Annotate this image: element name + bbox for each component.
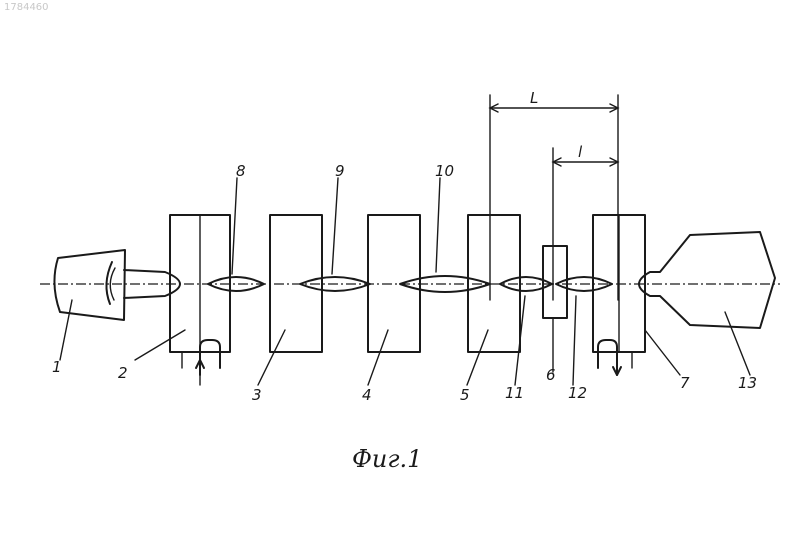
label-12: 12	[568, 384, 587, 402]
label-2: 2	[118, 364, 128, 382]
label-1: 1	[52, 358, 62, 376]
stand-4	[368, 215, 420, 352]
label-9: 9	[335, 162, 345, 180]
dimension-outer-label: L	[530, 89, 538, 107]
label-3: 3	[252, 386, 262, 404]
dimension-inner-label: l	[578, 143, 583, 161]
label-6: 6	[546, 366, 556, 384]
label-5: 5	[460, 386, 470, 404]
receiver-13	[639, 232, 775, 328]
label-4: 4	[362, 386, 372, 404]
label-10: 10	[435, 162, 454, 180]
label-13: 13	[738, 374, 757, 392]
stand-2	[170, 215, 230, 385]
label-8: 8	[236, 162, 246, 180]
document-number: 1784460	[4, 2, 49, 13]
label-11: 11	[505, 384, 524, 402]
feeder-1	[54, 250, 180, 320]
label-7: 7	[680, 374, 690, 392]
figure-caption: Фиг.1	[352, 445, 422, 473]
dimension-lines: L l	[490, 89, 618, 300]
stand-7	[593, 215, 645, 375]
